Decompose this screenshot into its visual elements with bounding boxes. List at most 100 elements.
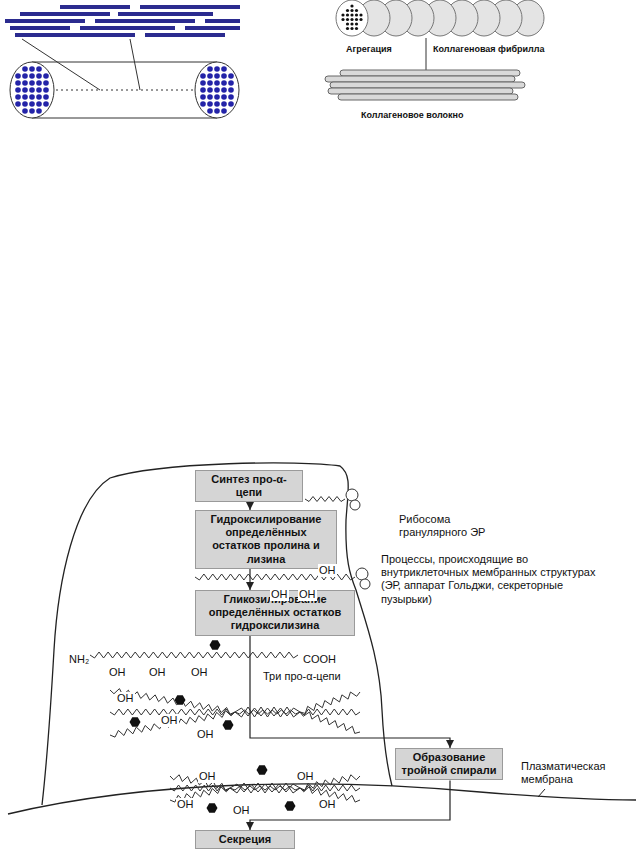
process-text: Гидроксилирование определённых остатков … (200, 513, 332, 566)
chain-line (235, 707, 300, 717)
bar (140, 5, 240, 9)
plasma-membrane (8, 784, 636, 814)
label-box: OH (176, 794, 195, 812)
leader-line (538, 789, 545, 797)
label-box: Коллагеновое волокно (360, 104, 465, 122)
bar (145, 33, 225, 37)
fiber-rod (328, 88, 513, 94)
fiber-dot (36, 80, 42, 86)
fiber-dot (214, 80, 220, 86)
text-label: Коллагеновое волокно (360, 110, 465, 121)
label-box: OH (198, 766, 217, 784)
label-box: OH (298, 584, 317, 602)
fiber-dot (15, 73, 21, 79)
zoom-line (130, 39, 140, 90)
zoom-line (22, 39, 100, 90)
fiber-dot (15, 101, 21, 107)
fiber-dot (228, 94, 234, 100)
label-box: Процессы, происходящие во внутриклеточны… (380, 553, 605, 607)
fiber-dot (29, 94, 35, 100)
label-box: Коллагеновая фибрилла (432, 38, 546, 56)
fiber-tube-outline (32, 62, 217, 118)
bar (20, 12, 110, 16)
sugar-hexagon (257, 765, 268, 775)
fiber-dot (36, 94, 42, 100)
fiber-dot (29, 66, 35, 72)
bar (205, 19, 240, 23)
fiber-dot (15, 80, 21, 86)
fiber-dot (228, 101, 234, 107)
fiber-dot (228, 80, 234, 86)
fiber-dot (221, 80, 227, 86)
molecule-dot (350, 9, 353, 12)
fiber-dot (22, 101, 28, 107)
group-label: NH₂ (68, 653, 90, 666)
fiber-dot (36, 73, 42, 79)
group-label: OH (318, 798, 337, 811)
fiber-axis (56, 90, 194, 91)
fiber-dot (43, 87, 49, 93)
label-box: OH (108, 662, 127, 680)
molecule-dot (350, 22, 353, 25)
bar (118, 12, 213, 16)
group-label: COOH (302, 653, 337, 666)
molecule-dot (346, 22, 349, 25)
ribosome-subunit (360, 579, 370, 589)
group-label: OH (298, 588, 317, 601)
fiber-dot (207, 87, 213, 93)
bar (15, 33, 135, 37)
fiber-dot (214, 87, 220, 93)
flow-arrow (250, 780, 450, 830)
label-box: Рибосома гранулярного ЭР (398, 513, 498, 540)
molecule-dot (355, 22, 358, 25)
label-box: OH (296, 766, 315, 784)
process-box: Синтез про-α-цепи (195, 470, 303, 502)
chain-line (230, 784, 300, 792)
pro-alpha-chains (90, 497, 360, 803)
group-label: OH (232, 804, 251, 817)
fiber-dot (43, 73, 49, 79)
fiber-dot (15, 87, 21, 93)
chain-line (300, 712, 360, 733)
process-box: Секреция (195, 830, 295, 849)
molecule-dot (355, 18, 358, 21)
molecule-dot (355, 9, 358, 12)
molecule-dot (341, 13, 344, 16)
label-box: OH (318, 560, 337, 578)
group-label: OH (190, 666, 209, 679)
molecule-dot (350, 27, 353, 30)
molecule-dot (346, 27, 349, 30)
fiber-dot (22, 108, 28, 114)
sugar-residues (130, 640, 296, 813)
chain-line (300, 785, 360, 791)
fiber-dot (22, 66, 28, 72)
fiber-dot (221, 73, 227, 79)
group-label: OH (198, 770, 217, 783)
label-box: OH (270, 584, 289, 602)
group-label: OH (176, 798, 195, 811)
label-box: NH₂ (68, 649, 90, 667)
ribosome-subunit (350, 500, 360, 510)
bar (5, 19, 85, 23)
fiber-dot (221, 108, 227, 114)
sugar-hexagon (223, 720, 234, 730)
molecule-dot (355, 13, 358, 16)
bar (60, 5, 130, 9)
ribosome-subunit (346, 489, 358, 501)
flow-arrow (249, 502, 250, 510)
process-text: Синтез про-α-цепи (200, 473, 298, 499)
chain-line (230, 786, 300, 790)
process-text: Образование тройной спирали (400, 751, 498, 777)
fiber-dot (22, 80, 28, 86)
molecule-dot (350, 18, 353, 21)
fiber-rod (340, 70, 520, 76)
group-label: OH (270, 588, 289, 601)
chain-line (110, 689, 235, 715)
text-label: Три про-α-цепи (262, 670, 342, 683)
sugar-hexagon (175, 695, 186, 705)
sugar-hexagon (130, 717, 141, 727)
fiber-dot (22, 94, 28, 100)
molecule-dot (355, 27, 358, 30)
